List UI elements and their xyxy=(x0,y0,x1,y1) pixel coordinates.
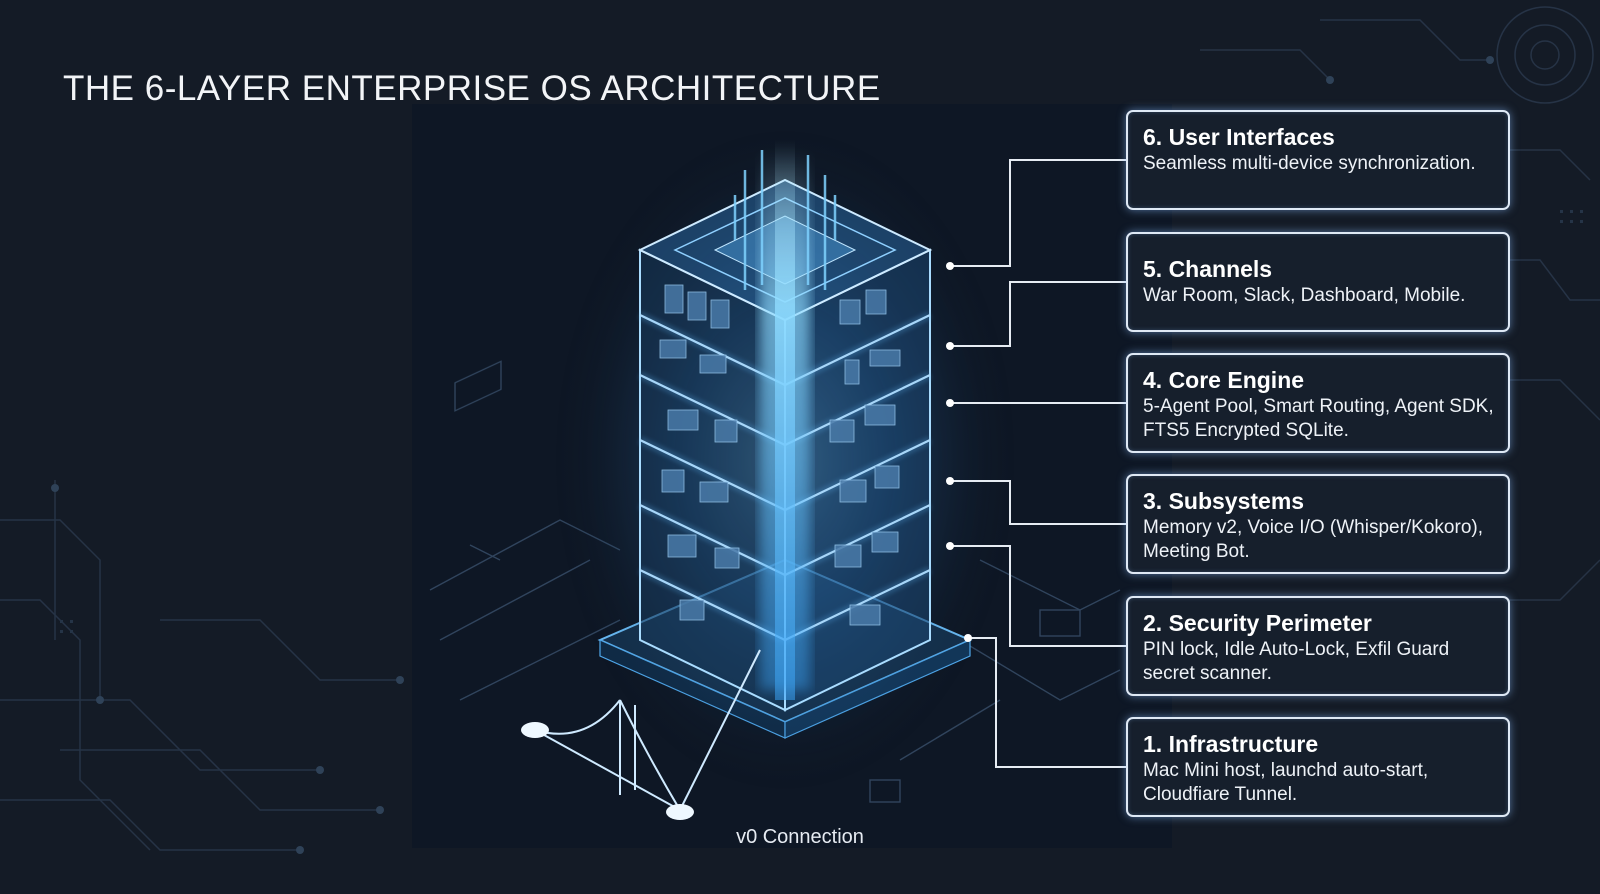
layer-description: Seamless multi-device synchronization. xyxy=(1143,153,1476,174)
layer-card-channels: 5. Channels War Room, Slack, Dashboard, … xyxy=(1126,232,1510,332)
layer-connectors xyxy=(950,159,1126,768)
layer-description: PIN lock, Idle Auto-Lock, Exfil Guard se… xyxy=(1143,639,1450,684)
connection-caption: v0 Connection xyxy=(736,826,864,848)
layer-description: Memory v2, Voice I/O (Whisper/Kokoro), M… xyxy=(1143,517,1483,562)
layer-description: Mac Mini host, launchd auto-start, Cloud… xyxy=(1143,760,1429,805)
layer-title: 1. Infrastructure xyxy=(1143,731,1319,757)
layer-card-security-perimeter: 2. Security Perimeter PIN lock, Idle Aut… xyxy=(1126,596,1510,696)
layer-title: 5. Channels xyxy=(1143,256,1273,282)
bridge-connection xyxy=(534,649,761,811)
layer-description: War Room, Slack, Dashboard, Mobile. xyxy=(1143,285,1466,306)
layer-title: 6. User Interfaces xyxy=(1143,124,1335,150)
layer-card-subsystems: 3. Subsystems Memory v2, Voice I/O (Whis… xyxy=(1126,474,1510,574)
server-racks xyxy=(659,284,901,626)
layer-title: 4. Core Engine xyxy=(1143,367,1305,393)
layer-card-core-engine: 4. Core Engine 5-Agent Pool, Smart Routi… xyxy=(1126,353,1510,453)
layer-card-user-interfaces: 6. User Interfaces Seamless multi-device… xyxy=(1126,110,1510,210)
page-title: THE 6-LAYER ENTERPRISE OS ARCHITECTURE xyxy=(63,69,881,109)
layer-title: 2. Security Perimeter xyxy=(1143,610,1372,636)
layer-title: 3. Subsystems xyxy=(1143,488,1305,514)
layer-card-infrastructure: 1. Infrastructure Mac Mini host, launchd… xyxy=(1126,717,1510,817)
layer-description: 5-Agent Pool, Smart Routing, Agent SDK, … xyxy=(1143,396,1494,441)
